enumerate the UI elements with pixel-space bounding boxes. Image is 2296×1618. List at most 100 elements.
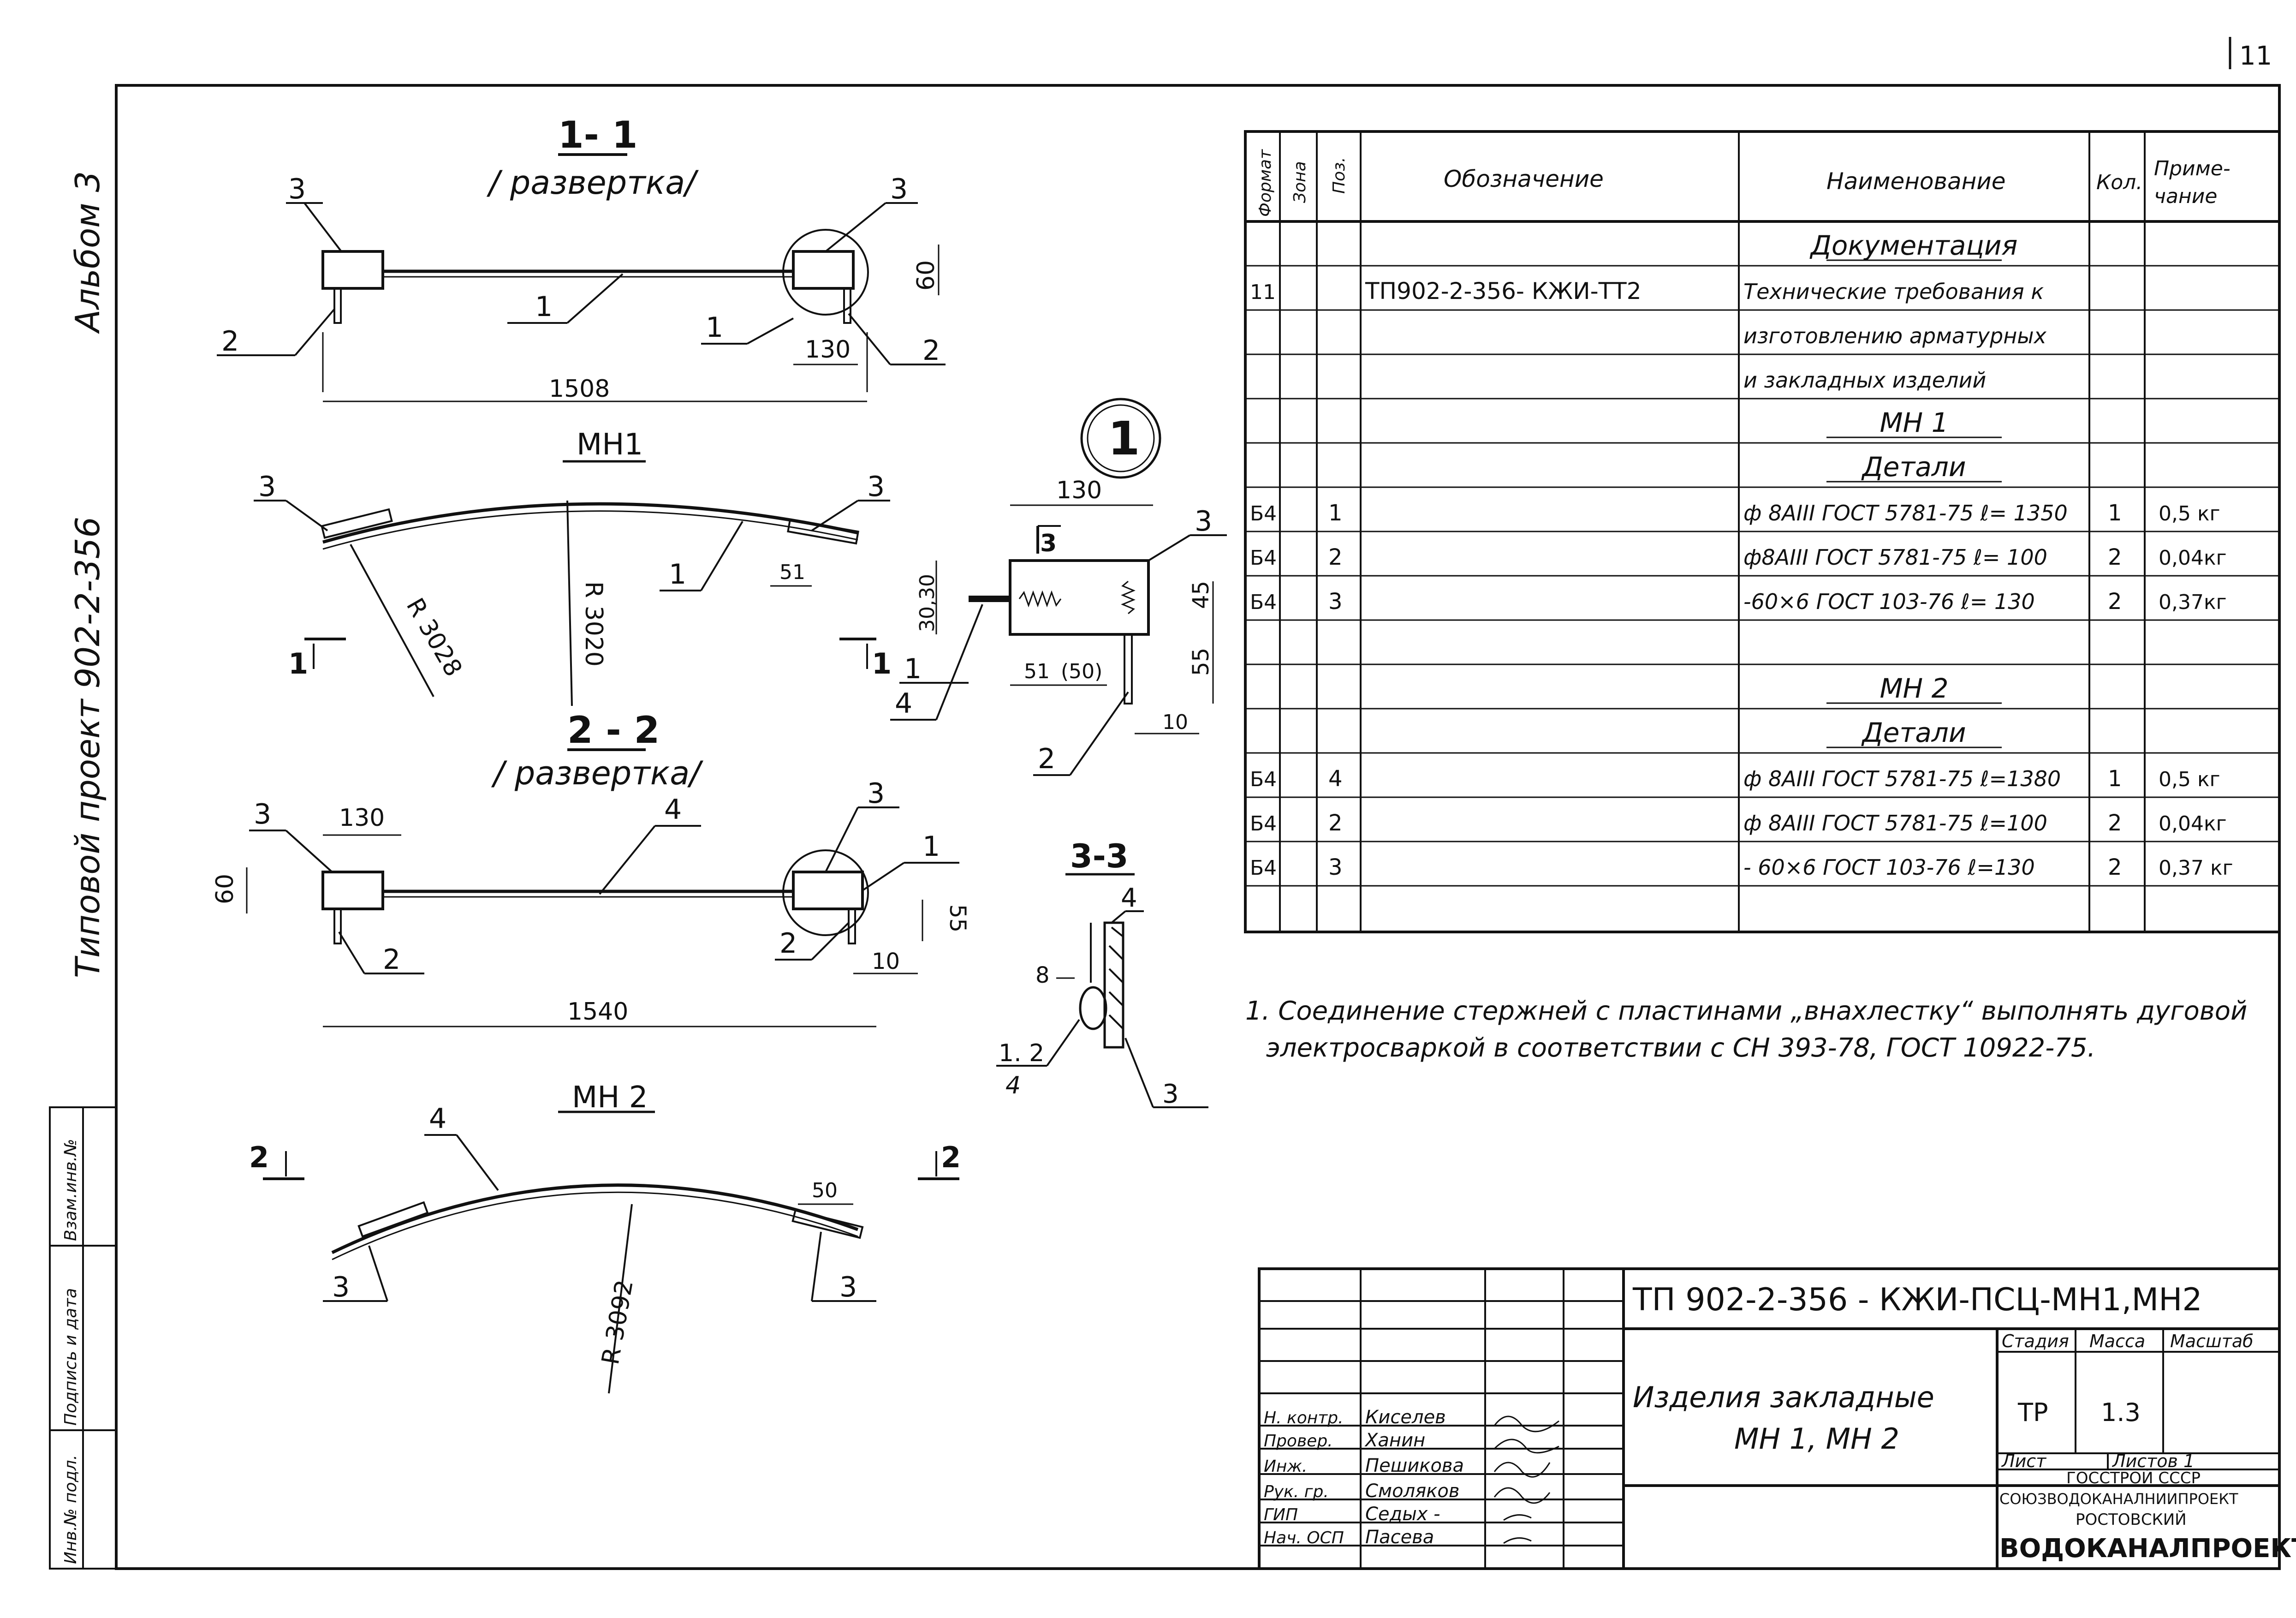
section-1-1-subtitle: / развертка/ [486, 164, 699, 202]
spec-section-heading: Документация [1809, 230, 2018, 261]
title-person-name: Пасева [1365, 1527, 1434, 1548]
s22-pos-2-left: 2 [383, 943, 400, 976]
mn1-cut-right: 1 [872, 647, 892, 681]
spec-table: Формат Зона Поз. Обозначение Наименовани… [1244, 130, 2281, 933]
pos-3-a: 3 [288, 173, 306, 205]
section-3-3-dim-8: 8 [1035, 962, 1050, 988]
title-block: Н. контр.КиселевПровер.ХанинИнж.Пешикова… [1258, 1267, 2296, 1570]
title-role: Н. контр. [1264, 1409, 1344, 1427]
spec-section-heading: МН 2 [1880, 673, 1949, 704]
pos-2-b: 2 [922, 334, 940, 367]
spec-cell-pos: 2 [1328, 544, 1343, 570]
section-3-3-weld-2: 4 [1005, 1072, 1021, 1099]
spec-cell-name: изготовлению арматурных [1743, 323, 2047, 348]
section-1-1-title: 1- 1 [558, 113, 637, 156]
spec-h-note-2: чание [2154, 185, 2217, 208]
mn1-pos-3-right: 3 [867, 471, 885, 503]
spec-cell-pos: 4 [1328, 766, 1343, 792]
title-person-name: Киселев [1365, 1407, 1446, 1428]
title-org-2: СОЮЗВОДОКАНАЛНИИПРОЕКТ [1999, 1490, 2238, 1508]
node-1-label: 1 [1108, 412, 1140, 466]
spec-h-designation: Обозначение [1444, 166, 1604, 192]
spec-cell-name: ф 8АIII ГОСТ 5781-75 ℓ= 1350 [1743, 501, 2068, 525]
spec-cell-pos: 2 [1328, 810, 1343, 836]
spec-cell-format: Б4 [1250, 502, 1277, 525]
section-1-1-width-dim: 130 [805, 336, 851, 364]
section-3-3-weld: 1. 2 [999, 1039, 1044, 1067]
section-3-3-pos-4: 4 [1121, 883, 1137, 913]
node-1-pos-4: 4 [895, 687, 912, 720]
spec-section-heading: МН 1 [1880, 407, 1949, 438]
spec-cell-note: 0,5 кг [2159, 502, 2220, 525]
spec-cell-qty: 2 [2108, 810, 2122, 836]
spec-cell-note: 0,5 кг [2159, 768, 2220, 791]
title-block-people: Н. контр.КиселевПровер.ХанинИнж.Пешикова… [1264, 1407, 1464, 1548]
view-mn1: МН1 R 3020 R 3028 3 3 1 51 1 1 [254, 428, 892, 706]
stamp-inv-label: Инв.№ подл. [61, 1455, 80, 1564]
spec-cell-format: Б4 [1250, 856, 1277, 880]
page-number: 11 [2239, 41, 2272, 71]
spec-cell-qty: 2 [2108, 544, 2122, 570]
spec-cell-pos: 3 [1328, 589, 1343, 615]
spec-h-pos: Поз. [1330, 157, 1349, 194]
node-1-pos-2: 2 [1038, 743, 1055, 775]
node-1-dim-10: 10 [1162, 710, 1188, 734]
section-2-2-dim-10: 10 [872, 949, 900, 974]
spec-h-format: Формат [1256, 149, 1275, 217]
spec-cell-qty: 1 [2108, 500, 2122, 526]
spec-cell-note: 0,37 кг [2159, 856, 2233, 880]
mn1-pos-3-left: 3 [258, 471, 276, 503]
title-sheet-label: Лист [2001, 1451, 2047, 1471]
mn2-pos-3-left: 3 [332, 1271, 350, 1303]
spec-cell-name: ф 8АIII ГОСТ 5781-75 ℓ=100 [1743, 811, 2047, 836]
node-1-cut: 3 [1040, 530, 1057, 557]
spec-cell-format: Б4 [1250, 591, 1277, 614]
spec-h-note-1: Приме- [2154, 157, 2231, 180]
project-label: Типовой проект 902-2-356 [68, 517, 107, 978]
pos-3-b: 3 [890, 173, 908, 205]
spec-cell-pos: 3 [1328, 854, 1343, 880]
spec-cell-note: 0,04кг [2159, 546, 2227, 570]
title-person-name: Пешикова [1365, 1455, 1464, 1476]
title-stage: ТР [2017, 1398, 2048, 1427]
spec-cell-name: и закладных изделий [1743, 368, 1986, 393]
album-label: Альбом 3 [68, 171, 107, 334]
section-3-3-title: 3-3 [1070, 837, 1128, 875]
mn1-title: МН1 [577, 428, 643, 462]
spec-cell-pos: 1 [1328, 500, 1343, 526]
spec-cell-note: 0,04кг [2159, 812, 2227, 836]
stamp-sign-label: Подпись и дата [61, 1288, 80, 1426]
mn2-pos-3-right: 3 [839, 1271, 857, 1303]
section-1-1: 1- 1 / развертка/ 1508 130 60 3 2 1 1 3 … [217, 113, 946, 403]
spec-cell-format: 11 [1250, 281, 1276, 304]
title-name-1: Изделия закладные [1633, 1380, 1934, 1414]
spec-cell-qty: 1 [2108, 766, 2122, 792]
spec-cell-qty: 2 [2108, 854, 2122, 880]
spec-section-heading: Детали [1861, 451, 1966, 483]
section-2-2-title: 2 - 2 [567, 709, 660, 752]
spec-h-name: Наименование [1826, 168, 2006, 195]
spec-h-qty: Кол. [2096, 171, 2142, 194]
mn1-radius-outer: R 3028 [401, 594, 467, 681]
s22-pos-1: 1 [922, 830, 940, 863]
spec-cell-designation: ТП902-2-356- КЖИ-ТТ2 [1365, 278, 1642, 304]
section-2-2-height-dim: 60 [211, 874, 239, 904]
node-1-pos-1: 1 [904, 653, 922, 685]
node-1-dim-51: 51 [1024, 660, 1050, 683]
section-2-2-dim-55: 55 [945, 904, 970, 932]
view-mn2: МН 2 R 3092 4 3 3 50 2 2 [249, 1081, 961, 1394]
s22-pos-2-right: 2 [779, 927, 797, 960]
spec-cell-note: 0,37кг [2159, 591, 2227, 614]
section-1-1-length-dim: 1508 [549, 375, 610, 403]
spec-cell-name: -60×6 ГОСТ 103-76 ℓ= 130 [1743, 589, 2035, 614]
spec-section-heading: Детали [1861, 717, 1966, 748]
node-1-dim-45: 45 [1188, 581, 1214, 609]
note-line-1: 1. Соединение стержней с пластинами „вна… [1245, 996, 2247, 1026]
pos-1-a: 1 [535, 291, 553, 323]
title-org-4: ВОДОКАНАЛПРОЕКТ [1999, 1534, 2296, 1564]
s22-pos-3-left: 3 [254, 798, 271, 830]
left-stamp: Инв.№ подл. Подпись и дата Взам.инв.№ [49, 1106, 117, 1570]
spec-cell-format: Б4 [1250, 812, 1277, 836]
